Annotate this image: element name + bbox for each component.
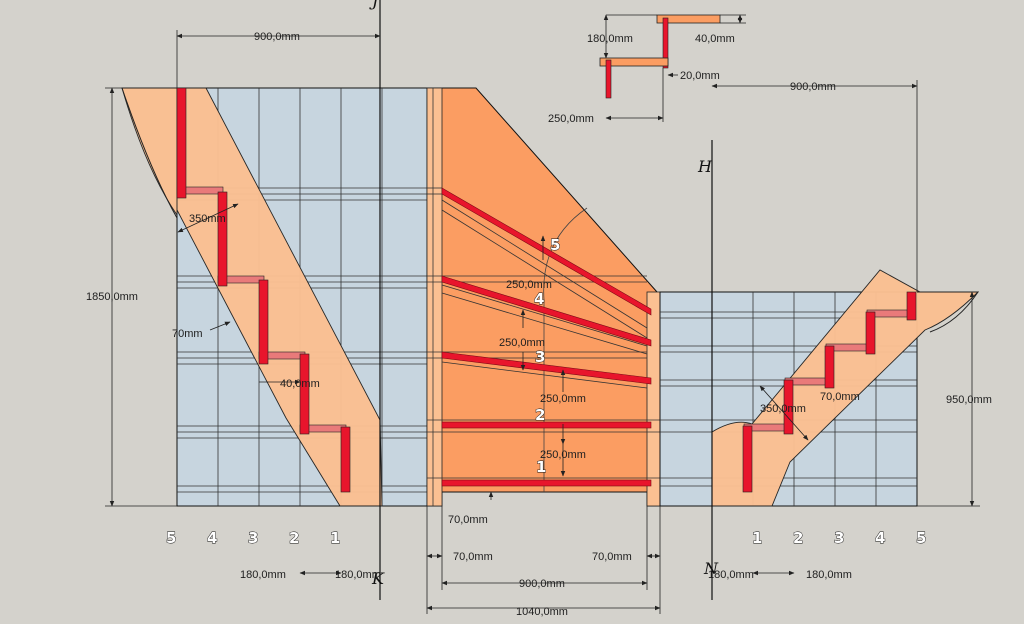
detail-inset: 180,0mm 40,0mm 20,0mm 250,0mm [548, 14, 746, 125]
center-tread [441, 275, 652, 347]
axis-label-top-left: J [369, 0, 380, 10]
step-number-right: 5 [916, 529, 926, 547]
center-edge-right [646, 291, 661, 507]
step-number-center: 1 [536, 458, 546, 476]
axis-label-bottom-left: K [371, 569, 385, 588]
step-number-center: 4 [534, 290, 544, 308]
center-tread [441, 421, 652, 429]
center-lines [427, 88, 660, 506]
left-tread-red [299, 353, 310, 435]
center-tread [441, 479, 652, 487]
left-tread-red [217, 191, 228, 287]
detail-lower-riser [605, 59, 612, 99]
dim-left-step-b: 180,0mm [335, 569, 381, 581]
dim-right-step-b: 180,0mm [806, 569, 852, 581]
dim-rise-3: 250,0mm [499, 337, 545, 349]
left-stringer-cut [121, 87, 178, 219]
center-treads [441, 187, 652, 487]
dim-top-left-width: 900,0mm [254, 31, 300, 43]
step-number-left: 4 [207, 529, 217, 547]
right-tread-red [824, 345, 835, 389]
dim-stringer-offset-left: 70mm [172, 328, 203, 340]
dim-stringer-width-left: 350mm [189, 213, 226, 225]
step-number-right: 2 [793, 529, 803, 547]
right-tread-red [742, 425, 753, 493]
step-number-right: 1 [752, 529, 762, 547]
dimension-lines [105, 30, 980, 614]
step-number-left: 3 [248, 529, 258, 547]
detail-overhang: 20,0mm [680, 70, 720, 82]
dim-stringer-width-right: 350,0mm [760, 403, 806, 415]
dim-left-step-a: 180,0mm [240, 569, 286, 581]
step-number-left: 5 [166, 529, 176, 547]
step-number-left: 1 [330, 529, 340, 547]
step-number-right: 3 [834, 529, 844, 547]
dim-stringer-offset-right: 70,0mm [820, 391, 860, 403]
center-rise-dims [488, 235, 566, 500]
dim-rise-1: 250,0mm [540, 449, 586, 461]
step-numbers-left: 5 4 3 2 1 [166, 529, 341, 548]
dim-tread-gap: 40,0mm [280, 378, 320, 390]
center-wall [426, 87, 661, 507]
step-number-left: 2 [289, 529, 299, 547]
left-wall [121, 87, 428, 507]
axis-label-top-right: H [697, 157, 713, 176]
dim-left-height: 1850,0mm [86, 291, 138, 303]
left-tread-red [258, 279, 269, 365]
left-tread-red [340, 426, 351, 493]
dim-center-width: 900,0mm [519, 578, 565, 590]
detail-rise: 180,0mm [587, 33, 633, 45]
detail-upper-tread [656, 14, 721, 24]
axis-lines [379, 0, 713, 600]
axis-label-bottom-right: N [703, 559, 719, 578]
step-numbers-center: 1 2 3 4 5 [534, 236, 561, 477]
axis-labels: J H K N [369, 0, 719, 588]
right-stringer-cut [917, 291, 979, 333]
dim-bottom-gap: 70,0mm [448, 514, 488, 526]
step-number-center: 5 [550, 236, 560, 254]
dim-right-height: 950,0mm [946, 394, 992, 406]
right-tread-red [865, 311, 876, 355]
detail-dims [603, 14, 746, 122]
dim-rise-4: 250,0mm [506, 279, 552, 291]
center-edge-left [426, 87, 443, 507]
center-tread [441, 351, 652, 385]
detail-thickness: 40,0mm [695, 33, 735, 45]
dim-right-step-a: 180,0mm [708, 569, 754, 581]
dim-rise-2: 250,0mm [540, 393, 586, 405]
detail-upper-riser [662, 17, 669, 69]
step-number-center: 2 [535, 406, 545, 424]
step-number-right: 4 [875, 529, 885, 547]
right-wall [659, 269, 980, 507]
center-tread [441, 187, 652, 316]
detail-lower-tread [599, 57, 669, 67]
detail-run: 250,0mm [548, 113, 594, 125]
left-tread-red [176, 87, 187, 199]
right-tread-red [906, 291, 917, 321]
left-treads [176, 87, 351, 493]
dimension-texts: 900,0mm 900,0mm 1850,0mm 950,0mm 350mm 7… [86, 31, 992, 618]
step-number-center: 3 [535, 348, 545, 366]
dim-top-right-width: 900,0mm [790, 81, 836, 93]
dim-inner-right: 70,0mm [592, 551, 632, 563]
dim-total-width: 1040,0mm [516, 606, 568, 618]
dim-inner-left: 70,0mm [453, 551, 493, 563]
step-numbers-right: 1 2 3 4 5 [752, 529, 927, 548]
